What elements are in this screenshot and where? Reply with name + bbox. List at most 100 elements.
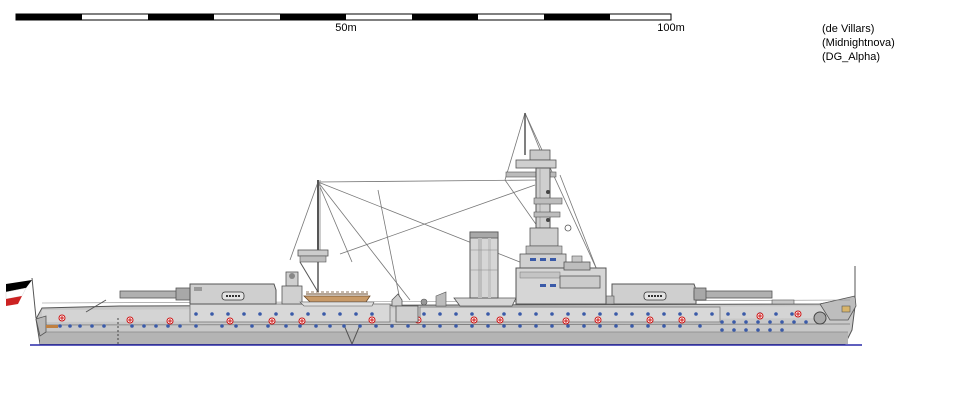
marker-symbol [594,316,602,324]
marker-symbol [368,316,376,324]
credit-line: (de Villars) [822,23,874,35]
porthole [768,320,772,324]
porthole [454,324,458,328]
porthole [614,312,618,316]
porthole [804,320,808,324]
porthole [342,324,346,328]
forward-deckhouse [419,306,721,323]
porthole [732,320,736,324]
porthole [58,324,62,328]
porthole [284,324,288,328]
porthole [438,324,442,328]
marker-symbol [562,317,570,325]
marker-symbol [470,316,478,324]
porthole [756,328,760,332]
marker-symbols [58,310,802,325]
porthole [614,324,618,328]
porthole [518,324,522,328]
porthole [780,320,784,324]
porthole [422,312,426,316]
porthole [258,312,262,316]
marker-symbol [126,316,134,324]
porthole [630,312,634,316]
marker-symbol [268,317,276,325]
porthole [598,312,602,316]
marker-symbol [166,317,174,325]
porthole [742,312,746,316]
porthole [792,320,796,324]
porthole [78,324,82,328]
porthole [694,312,698,316]
porthole [358,324,362,328]
porthole [242,312,246,316]
midship-structures [391,291,447,323]
porthole [178,324,182,328]
porthole [370,312,374,316]
aft-turret [119,283,277,305]
forward-turret [603,283,773,305]
porthole [598,324,602,328]
porthole [646,312,650,316]
porthole [582,312,586,316]
flag-icon [5,277,107,319]
porthole [274,312,278,316]
porthole [678,312,682,316]
porthole [266,324,270,328]
searchlight-tower [281,271,303,305]
porthole [698,324,702,328]
funnel-icon [469,231,499,299]
porthole [226,312,230,316]
porthole [68,324,72,328]
marker-symbol [646,316,654,324]
porthole [322,312,326,316]
porthole [534,312,538,316]
marker-symbol [678,316,686,324]
porthole [210,312,214,316]
porthole [662,324,666,328]
porthole [726,312,730,316]
credit-line: (DG_Alpha) [822,51,880,63]
porthole [422,324,426,328]
porthole [662,312,666,316]
porthole [142,324,146,328]
scale-label-100m: 100m [657,22,685,34]
porthole [454,312,458,316]
porthole [768,328,772,332]
porthole [102,324,106,328]
porthole [550,324,554,328]
porthole [250,324,254,328]
porthole [220,324,224,328]
porthole [774,312,778,316]
porthole [306,312,310,316]
porthole [566,324,570,328]
porthole [354,312,358,316]
porthole [534,324,538,328]
porthole [328,324,332,328]
porthole [90,324,94,328]
porthole [154,324,158,328]
porthole [646,324,650,328]
marker-symbol [756,312,764,320]
porthole [720,320,724,324]
porthole [194,312,198,316]
midship-deckhouse [189,303,391,323]
porthole [298,324,302,328]
credit-line: (Midnightnova) [822,37,895,49]
porthole [744,320,748,324]
marker-symbol [298,317,306,325]
porthole [470,312,474,316]
marker-symbol [496,316,504,324]
porthole [756,320,760,324]
porthole [630,324,634,328]
porthole [582,324,586,328]
porthole [194,324,198,328]
porthole [780,328,784,332]
porthole [406,324,410,328]
rigging-lines [289,112,598,301]
mast-icon [297,180,329,293]
porthole [166,324,170,328]
porthole [502,324,506,328]
porthole [486,324,490,328]
